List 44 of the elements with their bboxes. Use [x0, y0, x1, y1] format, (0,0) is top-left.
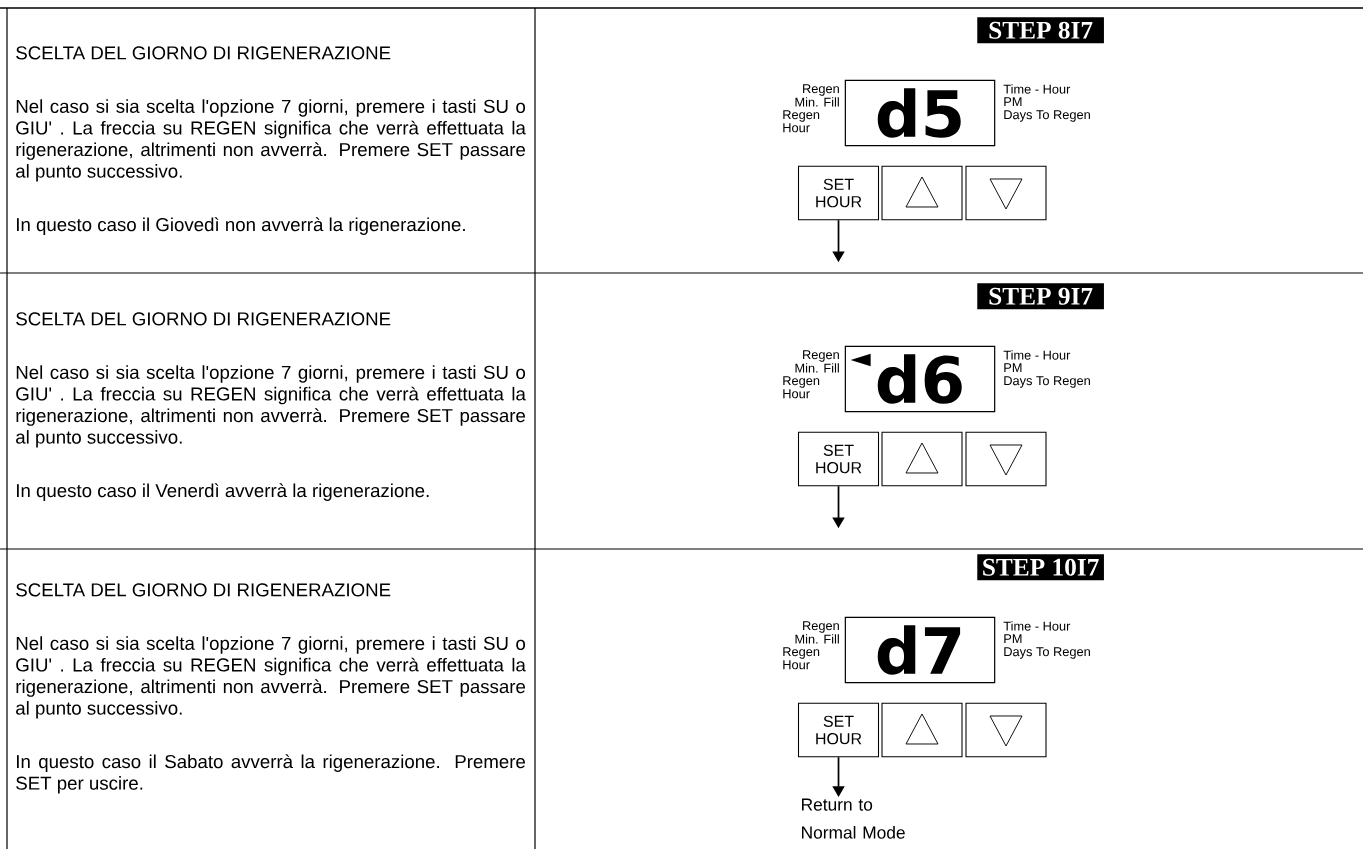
display-label: Time - Hour [1003, 621, 1071, 631]
down-button [965, 165, 1047, 221]
display-label: Min. Fill [795, 634, 839, 644]
up-button [881, 702, 963, 758]
step-badge: STEP 10I7 [977, 554, 1104, 581]
up-button [881, 431, 963, 487]
lcd-display: d5 [844, 79, 996, 147]
result-text: Return to Normal Mode [802, 798, 905, 839]
down-button [965, 431, 1047, 487]
display-label: Time - Hour [1003, 350, 1071, 360]
display-label: Regen Hour [783, 376, 820, 399]
display-label: Days To Regen [1004, 376, 1090, 388]
display-label: PM [1004, 363, 1022, 373]
instruction-text: Nel caso si sia scelta l'opzione 7 giorni, premere i tasti SU o GIU' . La freccia su REGEN significa che verrà effettuata la rigenerazione, altrimenti non avverrà. Premere SET passare al punto successivo. [16, 99, 526, 182]
step-badge: STEP 9I7 [977, 283, 1104, 310]
instruction-text: Nel caso si sia scelta l'opzione 7 giorni, premere i tasti SU o GIU' . La freccia su REGEN significa che verrà effettuata la rigenerazione, altrimenti non avverrà. Premere SET passare al punto successivo. [16, 636, 526, 719]
display-label: PM [1004, 97, 1022, 107]
step-badge: STEP 8I7 [977, 17, 1104, 44]
lcd-display: d7 [844, 616, 996, 684]
lcd-display: d6 [844, 345, 996, 413]
arrow [832, 756, 845, 797]
display-label: Regen Hour [783, 110, 820, 133]
down-button [965, 702, 1047, 758]
note-text: In questo caso il Venerdì avverrà la rigenerazione. [17, 483, 429, 501]
display-label: Min. Fill [795, 97, 839, 107]
up-button [881, 165, 963, 221]
set-hour-button: SET HOUR [797, 431, 880, 487]
display-label: Min. Fill [795, 363, 839, 373]
set-hour-button: SET HOUR [797, 165, 880, 221]
display-label: Regen Hour [783, 647, 820, 670]
section-heading: SCELTA DEL GIORNO DI RIGENERAZIONE [16, 46, 391, 60]
display-label: PM [1004, 634, 1022, 644]
note-text: In questo caso il Sabato avverrà la rigenerazione. Premere SET per uscire. [16, 754, 525, 794]
note-text: In questo caso il Giovedì non avverrà la rigenerazione. [17, 217, 465, 235]
instruction-text: Nel caso si sia scelta l'opzione 7 giorni, premere i tasti SU o GIU' . La freccia su REGEN significa che verrà effettuata la rigenerazione, altrimenti non avverrà. Premere SET passare al punto successivo. [16, 365, 526, 448]
display-label: Days To Regen [1004, 647, 1090, 659]
set-hour-button: SET HOUR [797, 702, 880, 758]
display-label: Days To Regen [1004, 110, 1090, 122]
display-label: Regen [803, 84, 839, 96]
display-label: Regen [803, 621, 839, 633]
section-heading: SCELTA DEL GIORNO DI RIGENERAZIONE [16, 583, 391, 597]
display-label: Time - Hour [1003, 84, 1071, 94]
section-heading: SCELTA DEL GIORNO DI RIGENERAZIONE [16, 312, 391, 326]
display-label: Regen [803, 350, 839, 362]
